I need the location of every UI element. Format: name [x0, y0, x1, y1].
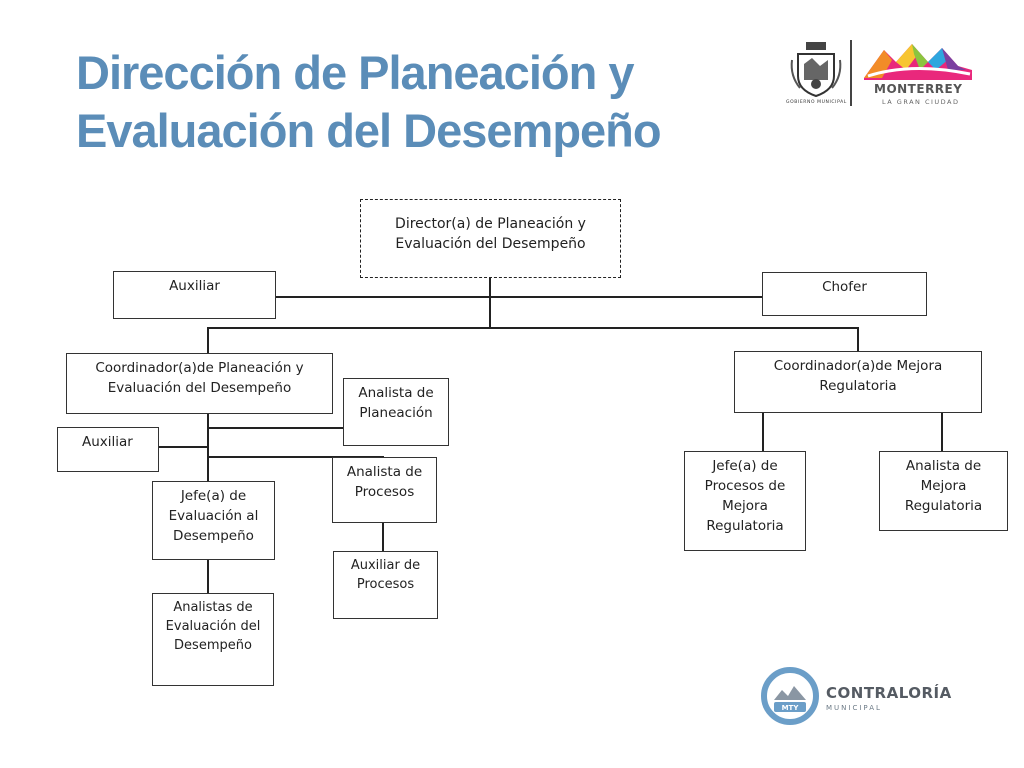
- connector: [208, 427, 343, 429]
- monterrey-wordmark: MONTERREY: [874, 82, 963, 96]
- jefe-evaluacion-box: Jefe(a) de Evaluación al Desempeño: [152, 481, 275, 560]
- connector: [207, 327, 859, 329]
- contraloria-seal-icon: MTY: [761, 667, 819, 725]
- auxiliar-procesos-box: Auxiliar de Procesos: [333, 551, 438, 619]
- coord-mejora-box: Coordinador(a)de Mejora Regulatoria: [734, 351, 982, 413]
- coord-planeacion-box: Coordinador(a)de Planeación y Evaluación…: [66, 353, 333, 414]
- analistas-evaluacion-box: Analistas de Evaluación del Desempeño: [152, 593, 274, 686]
- connector: [276, 296, 762, 298]
- analista-procesos-box: Analista de Procesos: [332, 457, 437, 523]
- gobierno-municipal-text: GOBIERNO MUNICIPAL: [786, 100, 847, 105]
- contraloria-tagline: MUNICIPAL: [826, 704, 882, 712]
- jefe-procesos-mejora-box: Jefe(a) de Procesos de Mejora Regulatori…: [684, 451, 806, 551]
- connector: [159, 446, 208, 448]
- connector: [207, 327, 209, 353]
- mty-badge-text: MTY: [782, 704, 800, 712]
- analista-planeacion-box: Analista de Planeación: [343, 378, 449, 446]
- contraloria-logo: MTY CONTRALORÍA MUNICIPAL: [760, 666, 980, 730]
- connector: [489, 278, 491, 328]
- monterrey-tagline: LA GRAN CIUDAD: [882, 98, 960, 106]
- logo-divider: [850, 40, 852, 106]
- contraloria-wordmark: CONTRALORÍA: [826, 684, 952, 702]
- auxiliar-top-box: Auxiliar: [113, 271, 276, 319]
- connector: [207, 560, 209, 593]
- page-title: Dirección de Planeación y Evaluación del…: [76, 44, 662, 160]
- title-line-2: Evaluación del Desempeño: [76, 104, 662, 157]
- header-logos: GOBIERNO MUNICIPAL MONTERREY LA GRAN CIU…: [780, 38, 980, 110]
- chofer-box: Chofer: [762, 272, 927, 316]
- auxiliar-left-box: Auxiliar: [57, 427, 159, 472]
- municipal-crest-icon: [790, 42, 842, 98]
- director-box: Director(a) de Planeación y Evaluación d…: [360, 199, 621, 278]
- title-line-1: Dirección de Planeación y: [76, 46, 634, 99]
- connector: [207, 414, 209, 481]
- monterrey-mountains-icon: [864, 44, 972, 80]
- connector: [762, 413, 764, 451]
- connector: [382, 523, 384, 551]
- connector: [941, 413, 943, 451]
- connector: [857, 327, 859, 351]
- connector: [208, 456, 383, 458]
- analista-mejora-box: Analista de Mejora Regulatoria: [879, 451, 1008, 531]
